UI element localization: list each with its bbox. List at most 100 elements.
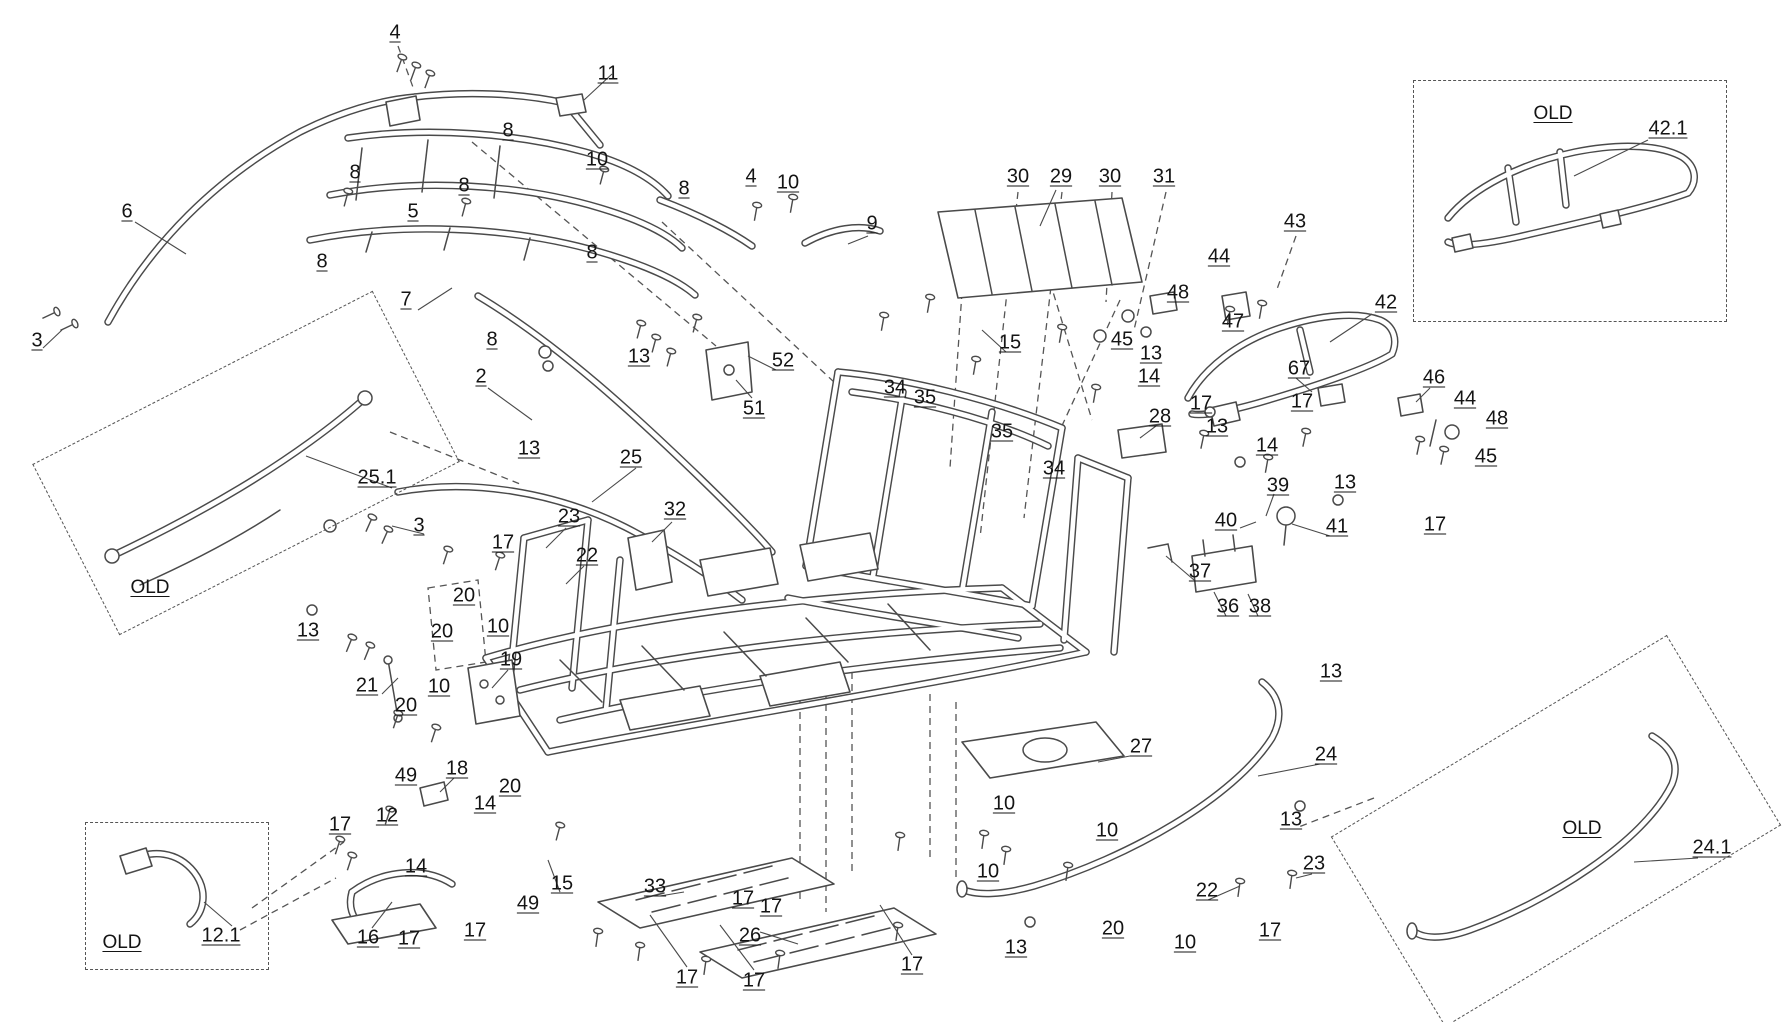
callout-34[interactable]: 34 (1042, 457, 1066, 480)
callout-12[interactable]: 12 (375, 804, 399, 827)
callout-3[interactable]: 3 (413, 514, 425, 537)
callout-10[interactable]: 10 (976, 860, 1000, 883)
callout-34[interactable]: 34 (883, 376, 907, 399)
callout-46[interactable]: 46 (1422, 366, 1446, 389)
callout-14[interactable]: 14 (473, 792, 497, 815)
callout-3[interactable]: 3 (31, 329, 43, 352)
callout-17[interactable]: 17 (1290, 390, 1314, 413)
callout-10[interactable]: 10 (992, 792, 1016, 815)
callout-41[interactable]: 41 (1325, 515, 1349, 538)
callout-49[interactable]: 49 (394, 764, 418, 787)
callout-13[interactable]: 13 (296, 619, 320, 642)
callout-14[interactable]: 14 (1137, 365, 1161, 388)
callout-30[interactable]: 30 (1006, 165, 1030, 188)
callout-17[interactable]: 17 (731, 887, 755, 910)
callout-13[interactable]: 13 (1279, 808, 1303, 831)
callout-16[interactable]: 16 (356, 926, 380, 949)
callout-47[interactable]: 47 (1221, 310, 1245, 333)
callout-10[interactable]: 10 (427, 675, 451, 698)
callout-26[interactable]: 26 (738, 924, 762, 947)
callout-44[interactable]: 44 (1453, 387, 1477, 410)
callout-35[interactable]: 35 (990, 420, 1014, 443)
callout-52[interactable]: 52 (771, 349, 795, 372)
callout-14[interactable]: 14 (1255, 434, 1279, 457)
callout-36[interactable]: 36 (1216, 595, 1240, 618)
callout-38[interactable]: 38 (1248, 595, 1272, 618)
callout-13[interactable]: 13 (517, 437, 541, 460)
callout-24[interactable]: 24 (1314, 743, 1338, 766)
callout-11[interactable]: 11 (597, 62, 619, 85)
callout-4[interactable]: 4 (389, 21, 401, 44)
callout-21[interactable]: 21 (355, 674, 379, 697)
callout-20[interactable]: 20 (452, 584, 476, 607)
callout-33[interactable]: 33 (643, 875, 667, 898)
callout-17[interactable]: 17 (328, 813, 352, 836)
callout-17[interactable]: 17 (1189, 392, 1213, 415)
callout-25[interactable]: 25 (619, 446, 643, 469)
callout-48[interactable]: 48 (1166, 281, 1190, 304)
callout-17[interactable]: 17 (742, 969, 766, 992)
callout-37[interactable]: 37 (1188, 560, 1212, 583)
callout-20[interactable]: 20 (430, 620, 454, 643)
callout-22[interactable]: 22 (575, 544, 599, 567)
callout-4[interactable]: 4 (745, 165, 757, 188)
callout-43[interactable]: 43 (1283, 210, 1307, 233)
callout-32[interactable]: 32 (663, 498, 687, 521)
callout-45[interactable]: 45 (1474, 445, 1498, 468)
callout-10[interactable]: 10 (1095, 819, 1119, 842)
callout-17[interactable]: 17 (900, 953, 924, 976)
callout-20[interactable]: 20 (1101, 917, 1125, 940)
callout-48[interactable]: 48 (1485, 407, 1509, 430)
callout-2[interactable]: 2 (475, 365, 487, 388)
callout-67[interactable]: 67 (1287, 357, 1311, 380)
callout-31[interactable]: 31 (1152, 165, 1176, 188)
callout-49[interactable]: 49 (516, 892, 540, 915)
callout-18[interactable]: 18 (445, 757, 469, 780)
callout-17[interactable]: 17 (675, 966, 699, 989)
callout-8[interactable]: 8 (486, 328, 498, 351)
callout-8[interactable]: 8 (586, 241, 598, 264)
callout-44[interactable]: 44 (1207, 245, 1231, 268)
callout-12.1[interactable]: 12.1 (201, 924, 241, 947)
callout-10[interactable]: 10 (1173, 931, 1197, 954)
callout-8[interactable]: 8 (502, 119, 514, 142)
callout-13[interactable]: 13 (1333, 471, 1357, 494)
callout-6[interactable]: 6 (121, 200, 133, 223)
callout-39[interactable]: 39 (1266, 474, 1290, 497)
callout-10[interactable]: 10 (585, 148, 609, 171)
callout-8[interactable]: 8 (458, 174, 470, 197)
callout-51[interactable]: 51 (742, 397, 766, 420)
callout-10[interactable]: 10 (486, 615, 510, 638)
callout-28[interactable]: 28 (1148, 405, 1172, 428)
callout-9[interactable]: 9 (866, 212, 878, 235)
callout-42.1[interactable]: 42.1 (1648, 117, 1688, 140)
callout-8[interactable]: 8 (349, 161, 361, 184)
callout-23[interactable]: 23 (557, 505, 581, 528)
callout-23[interactable]: 23 (1302, 852, 1326, 875)
callout-29[interactable]: 29 (1049, 165, 1073, 188)
callout-40[interactable]: 40 (1214, 509, 1238, 532)
callout-27[interactable]: 27 (1129, 735, 1153, 758)
callout-20[interactable]: 20 (498, 775, 522, 798)
callout-17[interactable]: 17 (463, 919, 487, 942)
callout-10[interactable]: 10 (776, 171, 800, 194)
callout-13[interactable]: 13 (1319, 660, 1343, 683)
callout-42[interactable]: 42 (1374, 291, 1398, 314)
callout-7[interactable]: 7 (400, 288, 412, 311)
callout-13[interactable]: 13 (627, 345, 651, 368)
callout-13[interactable]: 13 (1004, 936, 1028, 959)
callout-17[interactable]: 17 (759, 895, 783, 918)
callout-35[interactable]: 35 (913, 386, 937, 409)
callout-15[interactable]: 15 (998, 331, 1022, 354)
callout-17[interactable]: 17 (1423, 513, 1447, 536)
callout-17[interactable]: 17 (397, 927, 421, 950)
callout-5[interactable]: 5 (407, 200, 419, 223)
callout-13[interactable]: 13 (1139, 342, 1163, 365)
callout-13[interactable]: 13 (1205, 415, 1229, 438)
callout-17[interactable]: 17 (491, 531, 515, 554)
callout-17[interactable]: 17 (1258, 919, 1282, 942)
callout-22[interactable]: 22 (1195, 879, 1219, 902)
callout-30[interactable]: 30 (1098, 165, 1122, 188)
callout-8[interactable]: 8 (316, 250, 328, 273)
callout-15[interactable]: 15 (550, 872, 574, 895)
